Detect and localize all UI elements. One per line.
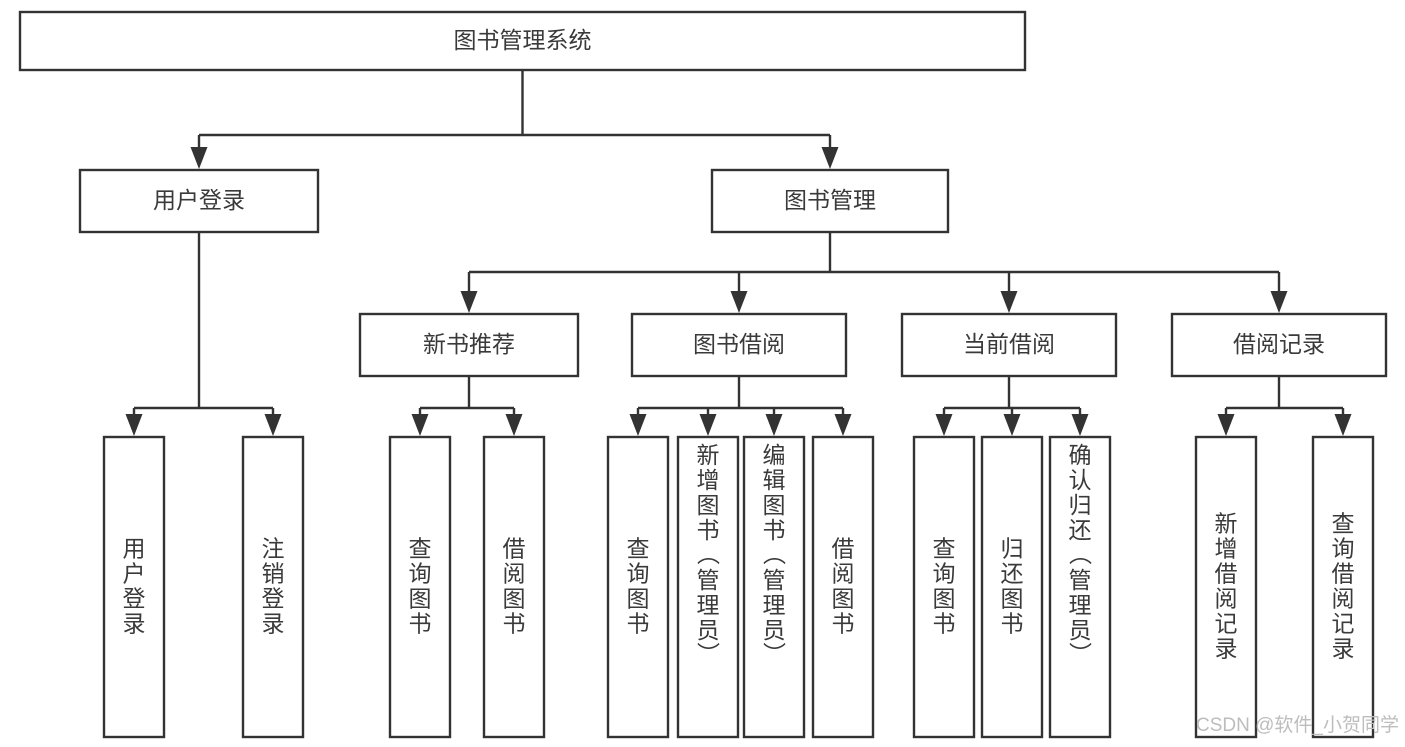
arrow-head-icon <box>834 414 852 436</box>
node-box[interactable] <box>78 168 320 234</box>
node-label: 查询图书 <box>409 536 432 637</box>
node-label: 编辑图书（管理员） <box>763 442 787 668</box>
node-l3-0[interactable]: 新书推荐 <box>358 312 580 378</box>
node-leaf-1[interactable]: 注销登录 <box>241 435 305 739</box>
node-layer: 图书管理系统用户登录图书管理新书推荐图书借阅当前借阅借阅记录用户登录注销登录查询… <box>18 10 1388 739</box>
arrow-head-icon <box>1334 414 1352 436</box>
node-box[interactable] <box>102 435 166 739</box>
node-label: 归还图书 <box>1001 536 1024 637</box>
node-box[interactable] <box>388 435 452 739</box>
node-l3-3[interactable]: 借阅记录 <box>1170 312 1388 378</box>
arrow-head-icon <box>1217 414 1235 436</box>
arrow-head-icon <box>125 414 143 436</box>
node-leaf-5[interactable]: 新增图书（管理员） <box>676 435 740 739</box>
arrow-head-icon <box>264 414 282 436</box>
node-leaf-7[interactable]: 借阅图书 <box>811 435 875 739</box>
node-leaf-12[interactable]: 查询借阅记录 <box>1311 435 1375 739</box>
node-label: 注销登录 <box>262 536 285 637</box>
arrow-head-icon <box>1003 414 1021 436</box>
node-label: 图书管理 <box>784 187 876 213</box>
node-box[interactable] <box>676 435 740 739</box>
node-label: 借阅记录 <box>1233 331 1325 357</box>
node-label: 图书管理系统 <box>454 27 592 53</box>
csdn-watermark: CSDN @软件_小贺同学 <box>1196 714 1399 736</box>
node-box[interactable] <box>900 312 1118 378</box>
node-label: 新增图书（管理员） <box>697 442 721 668</box>
arrow-head-icon <box>190 147 208 169</box>
node-box[interactable] <box>358 312 580 378</box>
arrow-head-icon <box>1270 291 1288 313</box>
node-box[interactable] <box>811 435 875 739</box>
node-label: 借阅图书 <box>503 536 526 637</box>
node-label: 查询图书 <box>627 536 650 637</box>
arrow-head-icon <box>411 414 429 436</box>
node-leaf-11[interactable]: 新增借阅记录 <box>1194 435 1258 739</box>
arrow-head-icon <box>460 291 478 313</box>
node-box[interactable] <box>1194 435 1258 739</box>
node-leaf-9[interactable]: 归还图书 <box>980 435 1044 739</box>
node-box[interactable] <box>630 312 848 378</box>
node-l2-1[interactable]: 图书管理 <box>710 168 950 234</box>
arrow-head-icon <box>935 414 953 436</box>
node-box[interactable] <box>980 435 1044 739</box>
node-box[interactable] <box>742 435 806 739</box>
node-leaf-10[interactable]: 确认归还（管理员） <box>1048 435 1112 739</box>
node-label: 用户登录 <box>153 187 245 213</box>
node-box[interactable] <box>1311 435 1375 739</box>
node-l2-0[interactable]: 用户登录 <box>78 168 320 234</box>
node-label: 借阅图书 <box>832 536 855 637</box>
node-box[interactable] <box>912 435 976 739</box>
arrow-head-icon <box>1071 414 1089 436</box>
arrow-head-icon <box>765 414 783 436</box>
node-leaf-3[interactable]: 借阅图书 <box>482 435 546 739</box>
node-leaf-0[interactable]: 用户登录 <box>102 435 166 739</box>
node-leaf-2[interactable]: 查询图书 <box>388 435 452 739</box>
node-box[interactable] <box>710 168 950 234</box>
connector-layer <box>125 70 1352 436</box>
node-leaf-4[interactable]: 查询图书 <box>606 435 670 739</box>
node-label: 确认归还（管理员） <box>1069 442 1093 668</box>
node-box[interactable] <box>606 435 670 739</box>
arrow-head-icon <box>730 291 748 313</box>
arrow-head-icon <box>505 414 523 436</box>
node-label: 图书借阅 <box>693 331 785 357</box>
node-label: 查询借阅记录 <box>1332 511 1355 662</box>
node-l3-2[interactable]: 当前借阅 <box>900 312 1118 378</box>
node-label: 新增借阅记录 <box>1215 511 1238 662</box>
node-box[interactable] <box>1048 435 1112 739</box>
node-leaf-8[interactable]: 查询图书 <box>912 435 976 739</box>
arrow-head-icon <box>699 414 717 436</box>
node-root-0[interactable]: 图书管理系统 <box>18 10 1027 72</box>
node-box[interactable] <box>241 435 305 739</box>
node-l3-1[interactable]: 图书借阅 <box>630 312 848 378</box>
node-box[interactable] <box>1170 312 1388 378</box>
arrow-head-icon <box>629 414 647 436</box>
node-label: 查询图书 <box>933 536 956 637</box>
node-label: 当前借阅 <box>963 331 1055 357</box>
arrow-head-icon <box>821 147 839 169</box>
node-leaf-6[interactable]: 编辑图书（管理员） <box>742 435 806 739</box>
node-label: 用户登录 <box>123 536 146 637</box>
node-box[interactable] <box>18 10 1027 72</box>
node-box[interactable] <box>482 435 546 739</box>
node-label: 新书推荐 <box>423 331 515 357</box>
arrow-head-icon <box>1000 291 1018 313</box>
